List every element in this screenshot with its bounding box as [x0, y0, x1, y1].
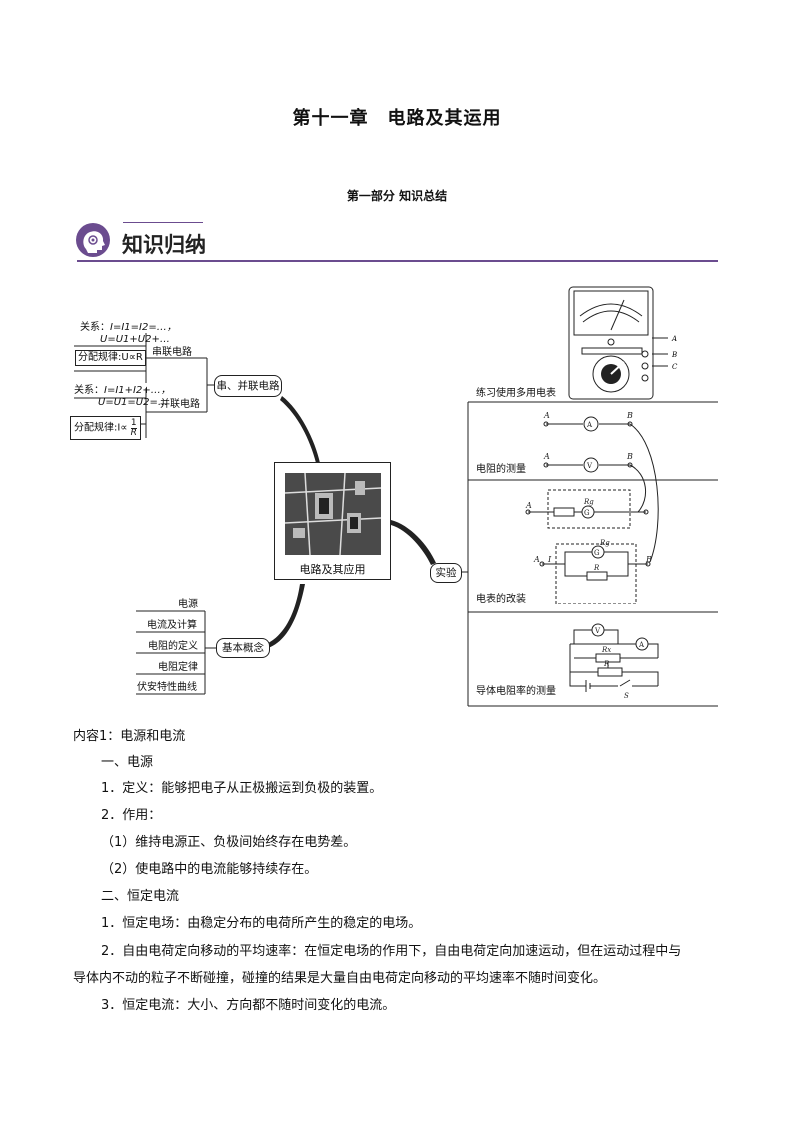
center-node: 电路及其应用 [274, 462, 391, 580]
series-relation: 关系：I=I1=I2=…， U=U1+U2+… [80, 322, 177, 345]
r-label: R [603, 660, 610, 668]
circuit-label-b: B [645, 555, 652, 564]
paragraph: （2）使电路中的电流能够持续存在。 [101, 862, 318, 877]
chapter-title: 第十一章 电路及其运用 [292, 108, 502, 129]
voltmeter-symbol: V [586, 462, 593, 470]
paragraph: 2．自由电荷定向移动的平均速率：在恒定电场的作用下，自由电荷定向加速运动，但在运… [101, 944, 682, 959]
circuit-label-a: A [543, 452, 550, 461]
banner-rule [77, 260, 718, 262]
rg-label: Rg [583, 498, 594, 506]
circuit-label-a: A [543, 411, 550, 420]
branch-multimeter: 练习使用多用电表 [476, 388, 556, 399]
paragraph: 1．恒定电场：由稳定分布的电荷所产生的稳定的电场。 [101, 916, 422, 931]
ammeter-symbol: A [638, 641, 645, 649]
rx-label: Rx [601, 646, 611, 654]
paragraph: 2．作用： [101, 808, 162, 823]
paragraph: 1．定义：能够把电子从正极搬运到负极的装置。 [101, 781, 383, 796]
circuit-label-a: A [525, 501, 532, 510]
node-experiment: 实验 [430, 563, 462, 583]
branch-meter-mod: 电表的改装 [476, 594, 526, 605]
branch-resistivity: 导体电阻率的测量 [476, 686, 556, 697]
center-label: 电路及其应用 [299, 563, 366, 576]
resistivity-circuit-diagram: V A Rx R S [569, 623, 659, 700]
ammeter-symbol: A [586, 421, 593, 429]
switch-label: S [624, 692, 629, 700]
head-brain-icon [76, 223, 110, 257]
concept-item: 电阻定律 [158, 662, 198, 673]
branch-resistance: 电阻的测量 [476, 464, 526, 475]
concept-item: 伏安特性曲线 [137, 682, 197, 693]
content-heading: 内容1：电源和电流 [73, 729, 186, 744]
paragraph: 导体内不动的粒子不断碰撞，碰撞的结果是大量自由电荷定向移动的平均速率不随时间变化… [73, 971, 607, 986]
circuit-label-b: B [626, 411, 633, 420]
section-subtitle: 第一部分 知识总结 [346, 189, 448, 203]
voltmeter-symbol: V [594, 627, 601, 635]
circuit-board-photo [285, 473, 381, 555]
galvo-symbol: G [594, 549, 600, 557]
current-label: I [547, 555, 552, 564]
parallel-relation: 关系：I=I1+I2+…， U=U1=U2=… [74, 385, 171, 408]
rg-label: Rg [599, 539, 610, 547]
section-heading: 二、恒定电流 [101, 889, 180, 904]
series-label: 串联电路 [152, 347, 192, 358]
concept-item: 电源 [178, 599, 198, 610]
circuit-label-b: B [626, 452, 633, 461]
banner-top-rule [123, 222, 203, 223]
node-basic-concepts: 基本概念 [216, 638, 270, 658]
multimeter-icon: A B C [568, 286, 678, 400]
multimeter-label-a: A [671, 335, 677, 343]
node-series-parallel: 串、并联电路 [214, 375, 282, 397]
banner-title: 知识归纳 [122, 233, 206, 257]
multimeter-label-b: B [671, 351, 677, 359]
section-heading: 一、电源 [101, 755, 154, 770]
concept-item: 电流及计算 [147, 620, 197, 631]
multimeter-label-c: C [672, 363, 678, 371]
meter-circuits-diagram: A B A A B V A Rg G A I Rg G R B [525, 411, 659, 604]
parallel-label: 并联电路 [160, 399, 200, 410]
paragraph: （1）维持电源正、负极间始终存在电势差。 [101, 835, 357, 850]
circuit-label-a: A [533, 555, 540, 564]
concept-item: 电阻的定义 [148, 641, 198, 652]
r-label: R [593, 564, 600, 572]
series-distribution: 分配规律:U∝R [75, 350, 146, 366]
galvo-symbol: G [584, 509, 590, 517]
paragraph: 3．恒定电流：大小、方向都不随时间变化的电流。 [101, 998, 396, 1013]
parallel-distribution: 分配规律:I∝ 1 R [70, 416, 141, 440]
